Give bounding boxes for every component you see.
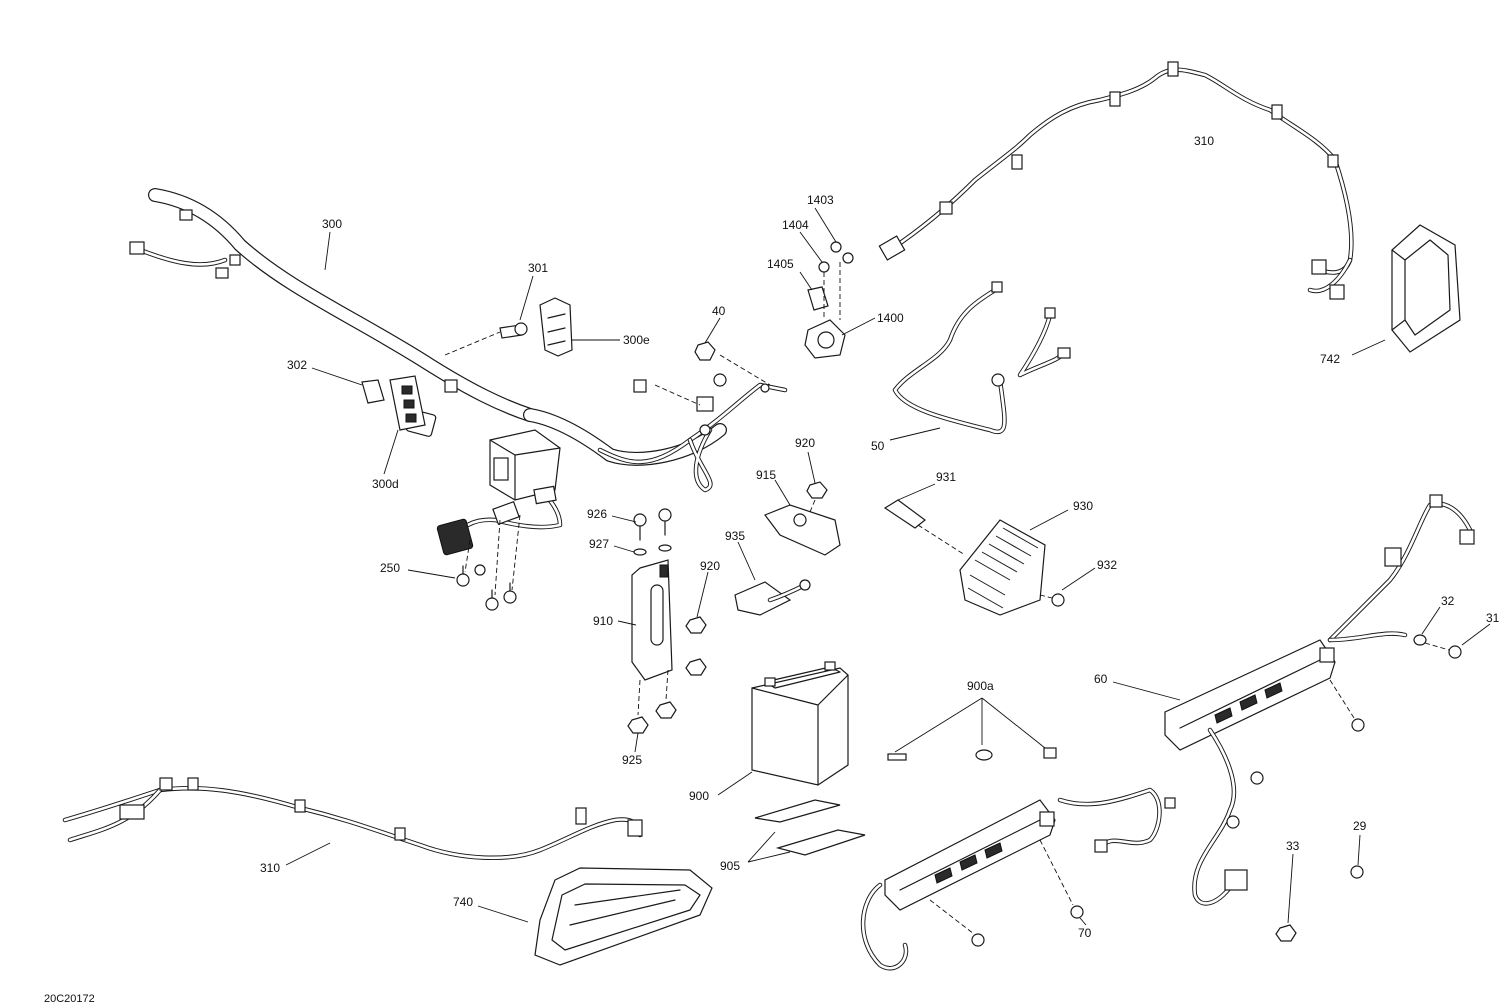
callout-920-side: 920 <box>700 559 720 573</box>
callout-33: 33 <box>1286 839 1300 853</box>
bracket-300e <box>539 297 573 357</box>
callout-300e: 300e <box>623 333 650 347</box>
callout-301: 301 <box>528 261 548 275</box>
pin-931 <box>883 499 966 556</box>
battery-900 <box>751 661 849 786</box>
main-harness-300 <box>129 188 788 556</box>
cable-50 <box>892 281 1071 434</box>
callout-310-lower: 310 <box>260 861 280 875</box>
callout-40: 40 <box>712 304 726 318</box>
callout-1405: 1405 <box>767 257 794 271</box>
nut-33 <box>1275 924 1297 942</box>
callout-310-upper: 310 <box>1194 134 1214 148</box>
callout-labels: 300 301 300e 302 300d 250 40 1403 1404 1… <box>44 134 1500 1005</box>
light-bar-60 <box>860 494 1475 971</box>
harness-310-upper <box>878 61 1354 300</box>
callout-32: 32 <box>1441 594 1455 608</box>
support-910 <box>627 508 707 734</box>
callout-935: 935 <box>725 529 745 543</box>
callout-926: 926 <box>587 507 607 521</box>
regulator-930 <box>959 519 1046 616</box>
callout-31: 31 <box>1486 611 1500 625</box>
callout-900a: 900a <box>967 679 994 693</box>
callout-920-top: 920 <box>795 436 815 450</box>
hardware-kit-900a <box>887 747 1057 761</box>
screw-29 <box>1350 865 1364 879</box>
cover-935 <box>734 579 811 616</box>
bracket-300d <box>389 375 426 431</box>
callout-70: 70 <box>1078 926 1092 940</box>
callout-60: 60 <box>1094 672 1108 686</box>
screw-31 <box>1424 642 1462 659</box>
callout-302: 302 <box>287 358 307 372</box>
harness-310-lower <box>62 777 643 861</box>
callout-931: 931 <box>936 470 956 484</box>
callout-900: 900 <box>689 789 709 803</box>
screws-70 <box>929 679 1365 947</box>
terminal-1400 <box>804 241 854 359</box>
light-740 <box>534 867 713 966</box>
callout-930: 930 <box>1073 499 1093 513</box>
callout-1400: 1400 <box>877 311 904 325</box>
strips-905 <box>754 799 866 856</box>
screws-250 <box>456 564 517 611</box>
callout-250: 250 <box>380 561 400 575</box>
callout-1403: 1403 <box>807 193 834 207</box>
diagram-id: 20C20172 <box>44 993 95 1005</box>
callout-1404: 1404 <box>782 218 809 232</box>
bolt-301 <box>499 322 528 339</box>
bracket-915 <box>764 481 841 556</box>
clip-302 <box>361 379 385 404</box>
ring-32 <box>1413 634 1427 646</box>
callout-932: 932 <box>1097 558 1117 572</box>
callout-740: 740 <box>453 895 473 909</box>
tail-light-742 <box>1391 224 1461 353</box>
callout-29: 29 <box>1353 819 1367 833</box>
callout-50: 50 <box>871 439 885 453</box>
leader-lines <box>285 207 1491 926</box>
screws-932 <box>1039 593 1065 607</box>
callout-905: 905 <box>720 859 740 873</box>
callout-915: 915 <box>756 468 776 482</box>
callout-927: 927 <box>589 537 609 551</box>
nut-40 <box>694 341 716 361</box>
callout-910: 910 <box>593 614 613 628</box>
callout-925: 925 <box>622 753 642 767</box>
callout-742: 742 <box>1320 352 1340 366</box>
callout-300d: 300d <box>372 477 399 491</box>
callout-300: 300 <box>322 217 342 231</box>
